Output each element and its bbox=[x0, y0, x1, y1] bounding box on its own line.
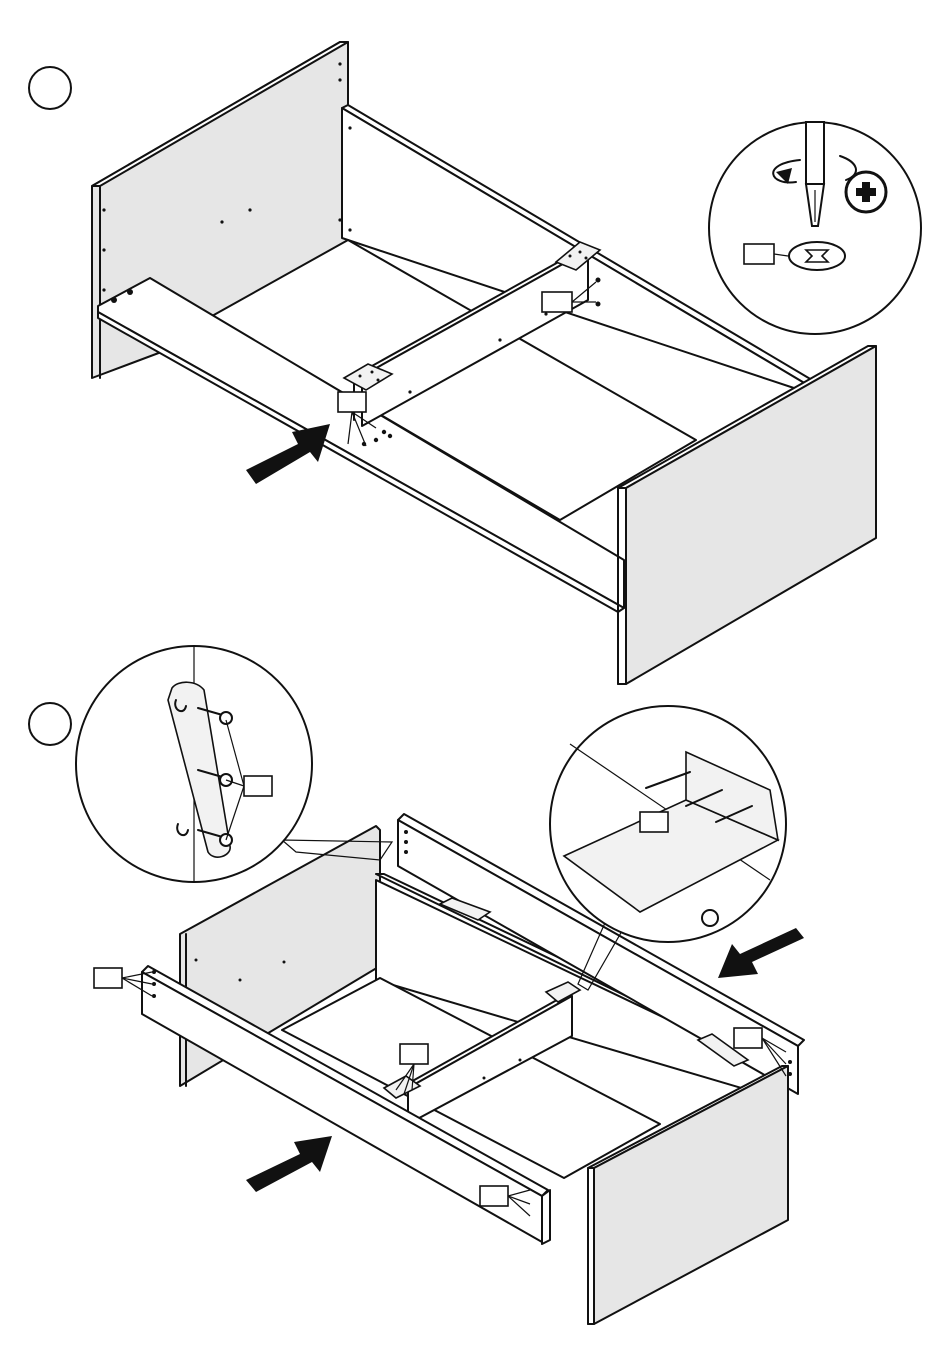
part-callout-box bbox=[542, 292, 572, 312]
insertion-arrow bbox=[246, 1136, 332, 1192]
part-callout-box bbox=[94, 968, 122, 988]
screwdriver-detail-lens bbox=[709, 122, 921, 334]
step-2-circle bbox=[29, 703, 71, 745]
part-callout-box bbox=[734, 1028, 762, 1048]
part-callout-box bbox=[640, 812, 668, 832]
part-callout-box bbox=[744, 244, 774, 264]
right-side-panel bbox=[618, 346, 876, 684]
part-callout-box bbox=[338, 392, 366, 412]
part-callout-box bbox=[400, 1044, 428, 1064]
part-callout-box bbox=[244, 776, 272, 796]
step-1-circle bbox=[29, 67, 71, 109]
step-1 bbox=[29, 42, 921, 684]
part-callout-box bbox=[480, 1186, 508, 1206]
insertion-arrow bbox=[246, 424, 330, 484]
step-2 bbox=[29, 646, 804, 1324]
cam-lock-icon bbox=[789, 242, 845, 270]
insertion-arrow bbox=[718, 928, 804, 978]
phillips-plus-icon bbox=[846, 172, 886, 212]
